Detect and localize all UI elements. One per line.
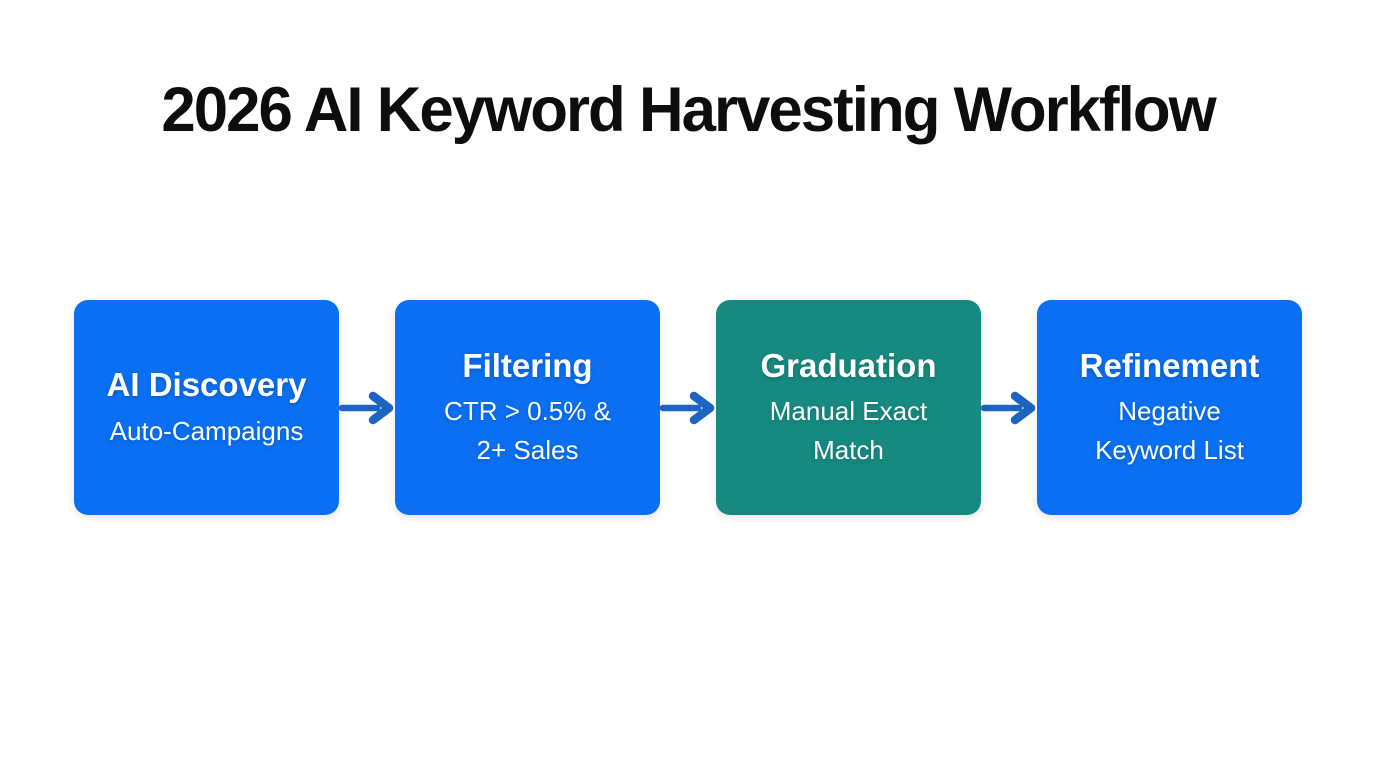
step-subtext-line: Keyword List: [1095, 434, 1244, 465]
step-subtext-line: Negative: [1118, 396, 1221, 427]
step-subtext-line: Match: [813, 434, 884, 465]
step-heading: AI Discovery: [106, 365, 307, 403]
step-subtext: Auto-Campaigns: [110, 412, 304, 450]
workflow-row: AI Discovery Auto-Campaigns Filtering CT…: [74, 300, 1302, 515]
step-refinement: Refinement Negative Keyword List: [1037, 300, 1302, 515]
step-subtext-line: Auto-Campaigns: [109, 415, 304, 446]
step-subtext-line: Manual Exact: [769, 396, 928, 427]
step-subtext: Manual Exact Match: [770, 392, 928, 469]
step-subtext: Negative Keyword List: [1095, 392, 1244, 469]
step-ai-discovery: AI Discovery Auto-Campaigns: [74, 300, 339, 515]
step-heading: Filtering: [462, 346, 593, 384]
step-graduation: Graduation Manual Exact Match: [716, 300, 981, 515]
page-title: 2026 AI Keyword Harvesting Workflow: [161, 75, 1216, 145]
step-heading: Refinement: [1079, 346, 1260, 384]
step-filtering: Filtering CTR > 0.5% & 2+ Sales: [395, 300, 660, 515]
arrow-right-icon: [660, 386, 716, 430]
step-heading: Graduation: [760, 346, 937, 384]
step-subtext-line: 2+ Sales: [476, 434, 579, 465]
arrow-right-icon: [981, 386, 1037, 430]
arrow-right-icon: [339, 386, 395, 430]
step-subtext: CTR > 0.5% & 2+ Sales: [444, 392, 611, 469]
step-subtext-line: CTR > 0.5% &: [444, 396, 611, 427]
